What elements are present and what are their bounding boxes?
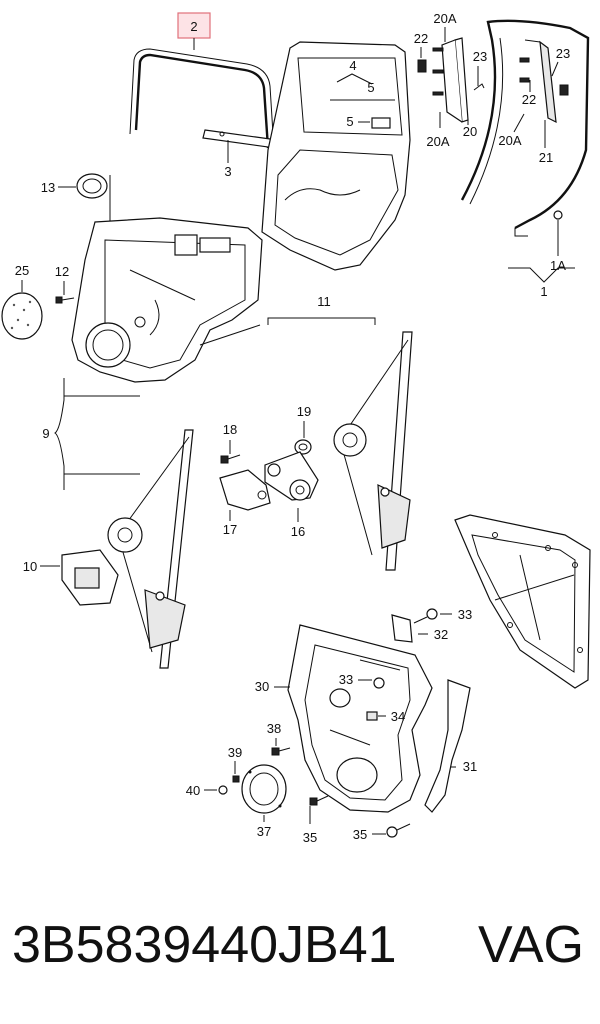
callout-4: 4 [349,58,356,73]
washer-part-40 [218,785,228,795]
door-module-carrier [287,624,433,813]
callout-35-right: 35 [353,827,367,842]
callout-33-top: 33 [458,607,472,622]
callout-18: 18 [223,422,237,437]
door-carrier-frame [454,514,591,689]
window-regulator-left [107,429,194,669]
regulator-motor-part [61,549,119,606]
window-regulator-right [333,331,413,571]
screw-part-33-top [413,608,438,624]
screw-part-12 [55,296,75,304]
callout-21: 21 [539,150,553,165]
door-shell [261,41,411,271]
screw-part-35-right [386,823,411,838]
callout-25: 25 [15,263,29,278]
exploded-parts-diagram: 2 3 4 5 5 20A 22 23 20 20A [1,11,591,845]
callout-39: 39 [228,745,242,760]
callout-1: 1 [540,284,547,299]
callout-1A: 1A [550,258,566,273]
grommet-part [76,173,108,199]
callout-20: 20 [463,124,477,139]
speaker-foam-part [1,292,43,340]
quarter-window-frame [460,19,590,237]
callout-33-mid: 33 [339,672,353,687]
callout-31: 31 [463,759,477,774]
callout-13: 13 [41,180,55,195]
trim-strip-part-31 [424,679,471,813]
callout-5-lower: 5 [346,114,353,129]
screw-part-33-mid [373,677,385,689]
screw-part-35-left [309,795,329,806]
callout-23-mid: 23 [473,49,487,64]
callout-38: 38 [267,721,281,736]
part-number: 3B5839440JB41 [12,916,397,974]
callout-35-left: 35 [303,830,317,845]
screw-part-38 [271,747,291,756]
callout-17: 17 [223,522,237,537]
callout-5-upper: 5 [367,80,374,95]
part-caption: 3B5839440JB41 VAG [0,905,600,985]
screw-part-18 [220,454,241,464]
callout-40: 40 [186,783,200,798]
cap-part-19 [294,439,312,455]
callout-20A-bottom: 20A [426,134,449,149]
callout-3: 3 [224,164,231,179]
callout-30: 30 [255,679,269,694]
clip-part-34 [366,711,378,721]
speaker-part-37 [241,764,287,814]
pulley-part-16 [264,451,319,501]
nut-part-39 [232,775,240,783]
callout-12: 12 [55,264,69,279]
callout-22-left: 22 [414,31,428,46]
callout-16: 16 [291,524,305,539]
callout-10: 10 [23,559,37,574]
callout-34: 34 [391,709,405,724]
door-inner-panel [71,217,263,383]
callout-9: 9 [42,426,49,441]
window-seal-part [129,48,275,151]
callout-2: 2 [190,19,197,34]
callout-22-right: 22 [522,92,536,107]
callout-23-right: 23 [556,46,570,61]
brand-name: VAG [478,916,584,974]
callout-11: 11 [317,294,331,309]
window-glass-run [417,37,469,123]
callout-19: 19 [297,404,311,419]
callout-20A-right: 20A [498,133,521,148]
bracket-part-32 [391,614,413,643]
bracket-part-17 [219,469,271,511]
callout-20A-top: 20A [433,11,456,26]
callout-32: 32 [434,627,448,642]
callout-37: 37 [257,824,271,839]
